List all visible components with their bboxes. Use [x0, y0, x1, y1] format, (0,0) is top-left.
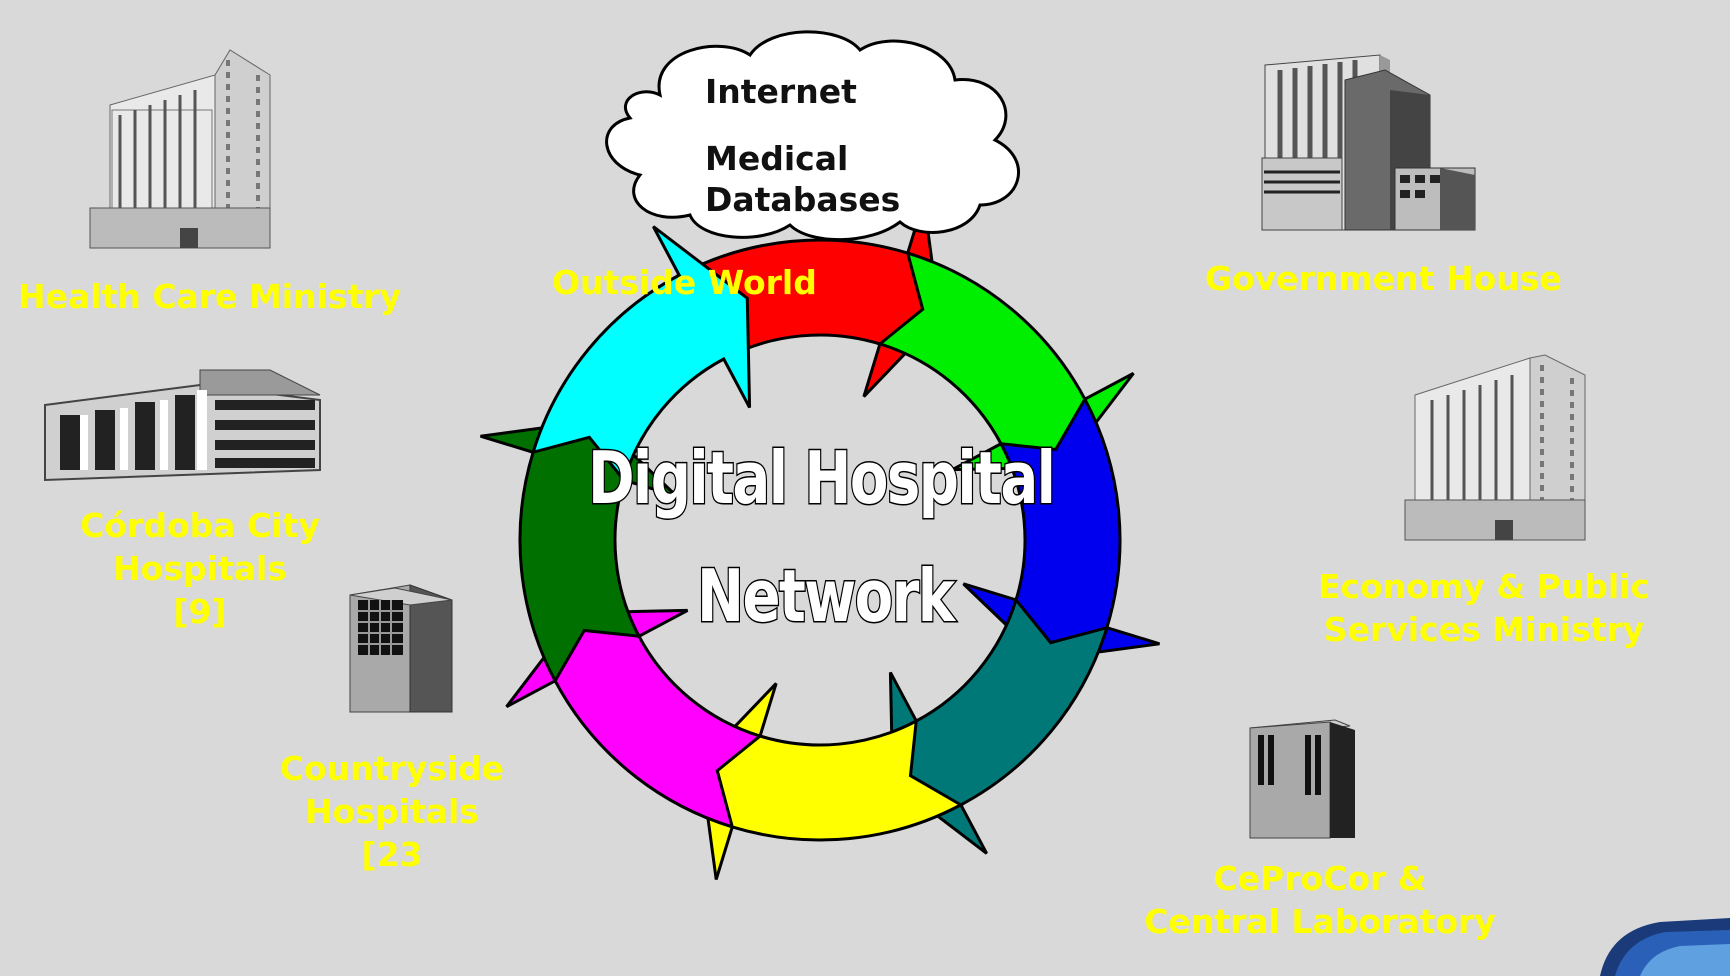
label-cordoba-line2: Hospitals: [113, 548, 287, 588]
label-economy-line1: Economy & Public: [1318, 567, 1651, 606]
label-economy-line2: Services Ministry: [1323, 609, 1645, 649]
health-ministry-building-icon: [89, 49, 271, 249]
cycle-arrow-magenta: [505, 608, 764, 830]
countryside-hospitals-building-icon: [349, 584, 453, 713]
label-ceprocor-line1: CeProCor &: [1213, 859, 1427, 898]
corner-logo-decoration: [1600, 918, 1730, 976]
label-cordoba-line3: [9]: [173, 591, 227, 631]
label-government-house: Government House: [1205, 259, 1562, 298]
cloud-label-medical: Medical: [705, 139, 849, 178]
label-countryside-hospitals: Countryside Hospitals [23: [252, 748, 532, 877]
label-countryside-line3: [23: [361, 834, 423, 874]
cordoba-hospitals-building-icon: [44, 369, 321, 482]
cycle-ring: [480, 200, 1160, 880]
cycle-arrow-blue: [962, 396, 1160, 662]
label-cordoba-hospitals: Córdoba City Hospitals [9]: [55, 505, 345, 634]
label-economy-ministry: Economy & Public Services Ministry: [1318, 566, 1650, 652]
cloud-label-internet: Internet: [705, 72, 857, 111]
center-title-line2: Network: [696, 554, 956, 638]
label-cordoba-line1: Córdoba City: [80, 506, 320, 545]
ceprocor-building-icon: [1249, 719, 1355, 839]
cycle-arrow-dark-green: [480, 418, 678, 684]
label-ceprocor: CeProCor & Central Laboratory: [1120, 858, 1520, 944]
cloud-icon: [605, 30, 1021, 242]
label-countryside-line1: Countryside: [279, 749, 505, 788]
center-title-line1: Digital Hospital: [587, 436, 1057, 520]
cycle-arrow-yellow: [698, 682, 964, 880]
cycle-arrow-teal: [888, 596, 1110, 855]
label-health-care-ministry: Health Care Ministry: [18, 277, 402, 316]
cloud-label-databases: Databases: [705, 180, 901, 219]
cycle-arrow-cyan: [530, 225, 752, 484]
government-house-building-icon: [1261, 54, 1476, 231]
label-outside-world: Outside World: [552, 263, 817, 302]
label-countryside-line2: Hospitals: [305, 791, 479, 831]
label-ceprocor-line2: Central Laboratory: [1144, 901, 1496, 941]
cycle-arrow-green: [876, 250, 1135, 472]
economy-ministry-building-icon: [1404, 354, 1586, 541]
